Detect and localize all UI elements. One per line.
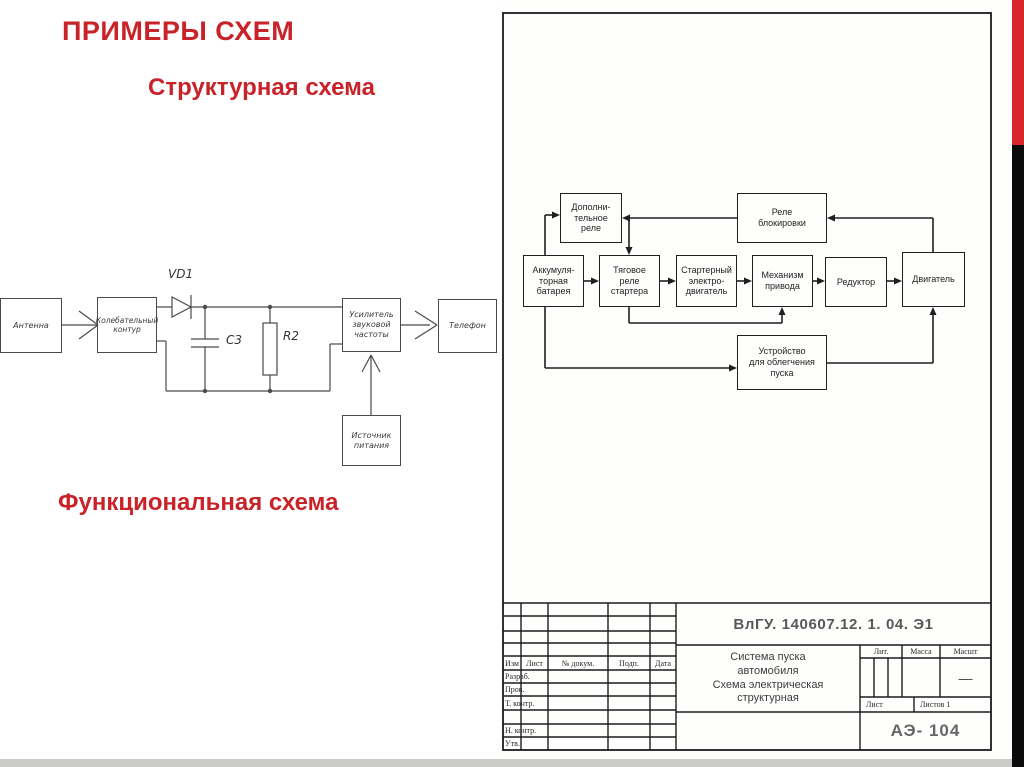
block-lock-relay: Реле блокировки	[737, 193, 827, 243]
block-oscillating-circuit-label: Колебательный контур	[95, 315, 159, 334]
block-amplifier-label: Усилитель звуковой частоты	[349, 310, 394, 339]
scanned-drawing-sheet: Дополни- тельное реле Реле блокировки Ак…	[500, 0, 1012, 767]
block-antenna: Антенна	[0, 298, 62, 353]
drawing-lines	[502, 12, 992, 751]
block-antenna-label: Антенна	[13, 320, 49, 330]
title-block-lit: Лит.	[873, 647, 889, 656]
block-power-source: Источник питания	[342, 415, 401, 466]
block-power-source-label: Источник питания	[351, 430, 392, 450]
block-start-aid-label: Устройство для облегчения пуска	[749, 346, 815, 378]
title-block-doc-name: Система пуска автомобиля Схема электриче…	[712, 651, 824, 705]
edge-stripe-black	[1012, 145, 1024, 767]
block-drive-mechanism: Механизм привода	[752, 255, 813, 307]
block-traction-relay-label: Тяговое реле стартера	[610, 264, 649, 297]
block-battery: Аккумуля- торная батарея	[523, 255, 584, 307]
block-engine: Двигатель	[902, 252, 965, 307]
title-block-row-razrab: Разраб.	[505, 672, 530, 681]
block-aux-relay: Дополни- тельное реле	[560, 193, 622, 243]
title-block-col-izm: Изм	[505, 658, 519, 668]
block-start-aid: Устройство для облегчения пуска	[737, 335, 827, 390]
block-engine-label: Двигатель	[912, 274, 955, 285]
title-block-col-podp: Подп.	[619, 658, 639, 668]
block-phone: Телефон	[438, 299, 497, 353]
title-block-row-tkontr: Т. контр.	[505, 698, 535, 708]
block-starter-motor: Стартерный электро- двигатель	[676, 255, 737, 307]
title-block-scale-value: —	[958, 669, 973, 686]
block-drive-mechanism-label: Механизм привода	[761, 270, 804, 291]
title-block-masshtab: Масшт	[953, 647, 978, 656]
functional-diagram: Антенна Колебательный контур Усилитель з…	[0, 255, 500, 480]
title-block-row-utv: Утв.	[505, 739, 520, 748]
block-aux-relay-label: Дополни- тельное реле	[571, 201, 611, 234]
title-block-code: АЭ- 104	[890, 721, 961, 740]
diode-label: VD1	[168, 267, 194, 281]
title-block-doc-number: ВлГУ. 140607.12. 1. 04. Э1	[733, 615, 934, 633]
block-lock-relay-label: Реле блокировки	[758, 207, 806, 228]
block-reducer: Редуктор	[825, 257, 887, 307]
title-block-listov: Листов 1	[920, 700, 951, 709]
capacitor-label: С3	[226, 333, 243, 347]
title-block-col-doc: № докум.	[561, 658, 595, 668]
block-amplifier: Усилитель звуковой частоты	[342, 298, 401, 352]
block-reducer-label: Редуктор	[836, 276, 876, 287]
block-oscillating-circuit: Колебательный контур	[95, 297, 159, 353]
block-battery-label: Аккумуля- торная батарея	[532, 264, 575, 297]
title-block-row-nkontr: Н. контр.	[505, 726, 537, 735]
title-block-col-data: Дата	[655, 658, 671, 668]
footer-band	[0, 759, 1012, 767]
structural-heading: Структурная схема	[148, 74, 375, 101]
block-traction-relay: Тяговое реле стартера	[599, 255, 660, 307]
functional-heading: Функциональная схема	[58, 489, 339, 516]
edge-stripe-red	[1012, 0, 1024, 145]
slide-title: ПРИМЕРЫ СХЕМ	[62, 16, 295, 46]
title-block-list: Лист	[866, 700, 883, 709]
functional-diagram-wires	[62, 295, 438, 415]
title-block-massa: Масса	[910, 647, 932, 656]
block-starter-motor-label: Стартерный электро- двигатель	[681, 264, 732, 297]
title-block-row-prov: Пров.	[505, 685, 525, 694]
resistor-label: R2	[283, 329, 299, 343]
title-block-col-list: Лист	[526, 658, 543, 668]
block-phone-label: Телефон	[449, 321, 486, 330]
